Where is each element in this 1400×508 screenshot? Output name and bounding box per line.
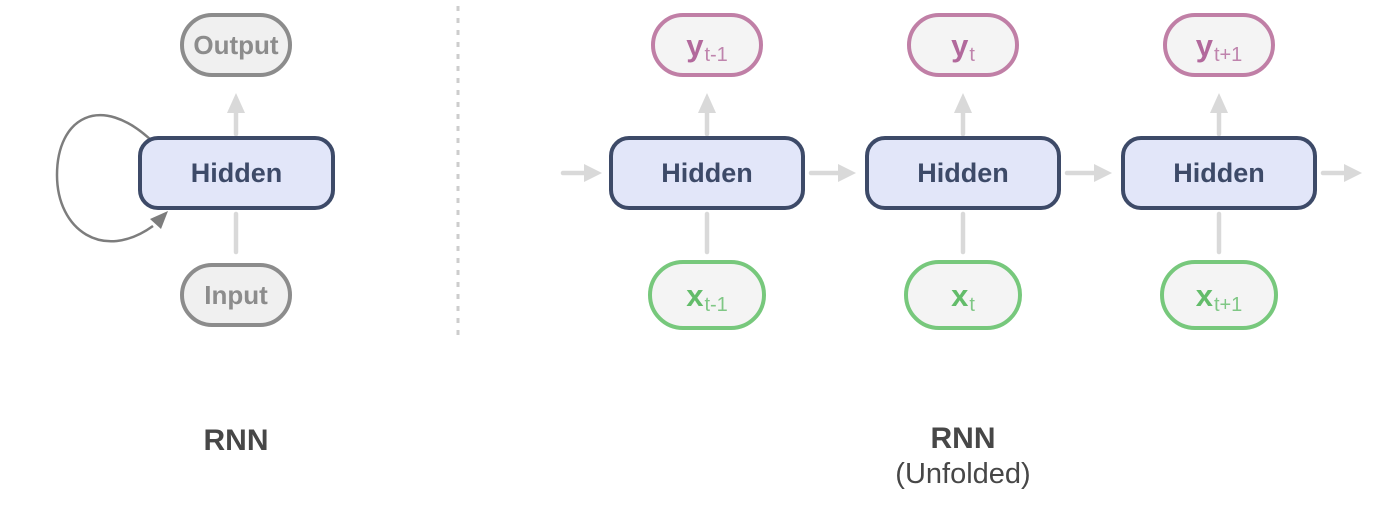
col2-hidden-to-y-arrow (1210, 93, 1228, 137)
x-node-0-sub: t-1 (704, 294, 728, 316)
hidden-node-0-label: Hidden (661, 157, 753, 188)
y-node-2-var: y (1195, 27, 1213, 63)
y-node-1-var: y (951, 27, 969, 63)
hidden-node-folded: Hidden (138, 136, 335, 210)
unfolded-caption-subtitle: (Unfolded) (895, 458, 1031, 490)
x-node-0-var: x (686, 277, 704, 313)
folded-caption-title: RNN (203, 424, 269, 457)
hidden-node-1-label: Hidden (917, 157, 1009, 188)
unfolded-caption: RNN (Unfolded) (813, 422, 1113, 492)
incoming-state-arrow (560, 164, 602, 182)
y-node-0-var: y (686, 27, 704, 63)
y-node-2-sub: t+1 (1213, 44, 1243, 66)
recurrent-loop-arrow (55, 113, 168, 243)
unfolded-caption-title: RNN (930, 422, 996, 455)
x-node-2-sub: t+1 (1213, 294, 1243, 316)
hidden-node-2: Hidden (1121, 136, 1317, 210)
hidden-node-2-label: Hidden (1173, 157, 1265, 188)
hidden1-to-hidden2-arrow (1064, 164, 1112, 182)
x-node-2-var: x (1195, 277, 1213, 313)
left-hidden-to-output-arrow (227, 93, 245, 137)
input-node-label: Input (204, 279, 268, 310)
x-node-1-sub: t (969, 294, 975, 316)
hidden-node-1: Hidden (865, 136, 1061, 210)
y-node-0-sub: t-1 (704, 44, 728, 66)
outgoing-state-arrow (1320, 164, 1362, 182)
hidden-node-label: Hidden (190, 157, 283, 188)
input-node: Input (180, 263, 292, 327)
hidden-node-0: Hidden (609, 136, 805, 210)
y-node-1-sub: t (969, 44, 975, 66)
folded-caption: RNN (136, 424, 336, 458)
col1-hidden-to-y-arrow (954, 93, 972, 137)
hidden0-to-hidden1-arrow (808, 164, 856, 182)
col0-hidden-to-y-arrow (698, 93, 716, 137)
output-node: Output (180, 13, 292, 77)
output-node-label: Output (193, 29, 279, 60)
x-node-1-var: x (951, 277, 969, 313)
